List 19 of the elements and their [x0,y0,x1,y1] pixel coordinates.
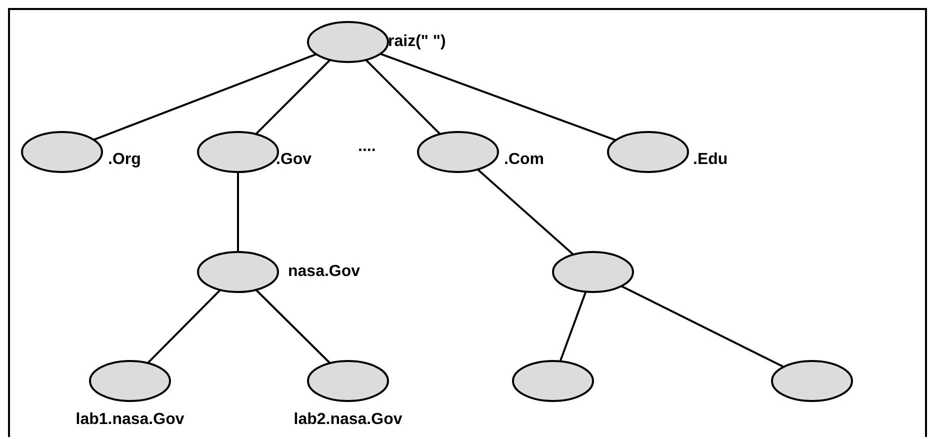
connector-line [559,291,587,362]
domain-label: nasa.Gov [288,263,360,281]
connector-line [255,289,331,364]
connector-line [620,285,784,368]
connector-line [93,53,317,141]
domain-label: .Com [504,151,544,169]
domain-label: raiz(" ") [388,33,446,51]
connector-line [476,168,574,256]
connector-line [365,59,441,135]
connector-line [237,172,239,252]
domain-label: .Gov [276,151,312,169]
connector-line [380,52,616,142]
domain-label: .Edu [693,151,728,169]
connector-line [255,59,331,135]
connector-line [147,289,221,364]
ellipsis-text: .... [358,138,376,156]
domain-label: lab2.nasa.Gov [294,411,402,429]
domain-label: lab1.nasa.Gov [76,411,184,429]
domain-label: .Org [108,151,141,169]
